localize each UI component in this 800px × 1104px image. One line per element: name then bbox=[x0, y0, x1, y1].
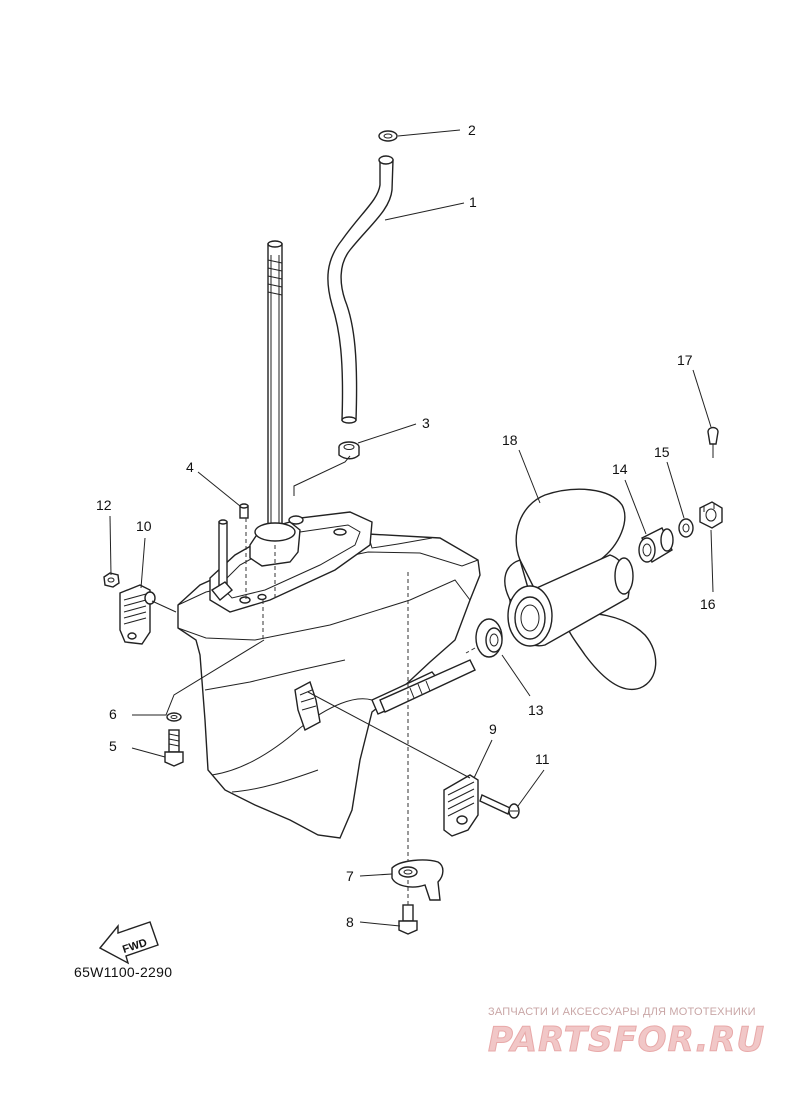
bolt-part-5 bbox=[164, 729, 184, 767]
callout-7: 7 bbox=[346, 868, 354, 884]
callout-17: 17 bbox=[677, 352, 693, 368]
callout-3: 3 bbox=[422, 415, 430, 431]
callout-2: 2 bbox=[468, 122, 476, 138]
washer-part-6 bbox=[166, 712, 182, 722]
watermark-tagline: ЗАПЧАСТИ И АКСЕССУАРЫ ДЛЯ МОТОТЕХНИКИ bbox=[488, 1006, 756, 1018]
callout-1: 1 bbox=[469, 194, 477, 210]
propeller-shaft bbox=[379, 659, 476, 713]
callout-14: 14 bbox=[612, 461, 628, 477]
leader-lines bbox=[109, 129, 714, 927]
water-tube bbox=[327, 155, 394, 424]
trim-tab-part-7 bbox=[391, 859, 444, 901]
fwd-arrow-icon: FWD bbox=[98, 921, 159, 965]
callout-5: 5 bbox=[109, 738, 117, 754]
anode-part-10 bbox=[119, 584, 156, 645]
callout-13: 13 bbox=[528, 702, 544, 718]
trim-anode-part-9 bbox=[443, 774, 479, 837]
callout-6: 6 bbox=[109, 706, 117, 722]
alignment-lines bbox=[245, 518, 476, 905]
propeller-part-18 bbox=[504, 488, 657, 691]
grommet-part-2 bbox=[378, 130, 398, 142]
callout-15: 15 bbox=[654, 444, 670, 460]
drive-shaft bbox=[267, 240, 283, 545]
thrust-washer-part-13 bbox=[475, 618, 503, 658]
washer-part-15 bbox=[678, 518, 694, 538]
callout-18: 18 bbox=[502, 432, 518, 448]
dowel-pin-part-4 bbox=[239, 503, 249, 519]
callout-11: 11 bbox=[535, 751, 550, 767]
castle-nut-part-16 bbox=[699, 501, 723, 529]
water-pump-base bbox=[209, 511, 373, 613]
callout-9: 9 bbox=[489, 721, 497, 737]
callout-4: 4 bbox=[186, 459, 194, 475]
watermark: ЗАПЧАСТИ И АКСЕССУАРЫ ДЛЯ МОТОТЕХНИКИ PA… bbox=[488, 1006, 788, 1061]
document-code: 65W1100-2290 bbox=[74, 964, 173, 980]
callout-12: 12 bbox=[96, 497, 112, 513]
callout-10: 10 bbox=[136, 518, 152, 534]
cotter-pin-part-17 bbox=[707, 426, 719, 458]
spacer-part-14 bbox=[638, 527, 674, 564]
callout-labels: 1 2 3 4 5 6 7 8 9 10 11 12 13 14 15 16 1… bbox=[96, 122, 716, 930]
bolt-part-8 bbox=[398, 904, 418, 935]
nut-part-12 bbox=[103, 572, 120, 588]
watermark-brand-logo: PARTSFOR.RU bbox=[488, 1020, 766, 1061]
callout-8: 8 bbox=[346, 914, 354, 930]
callout-16: 16 bbox=[700, 596, 716, 612]
seal-part-3 bbox=[338, 441, 360, 460]
screw-part-11 bbox=[479, 794, 520, 819]
